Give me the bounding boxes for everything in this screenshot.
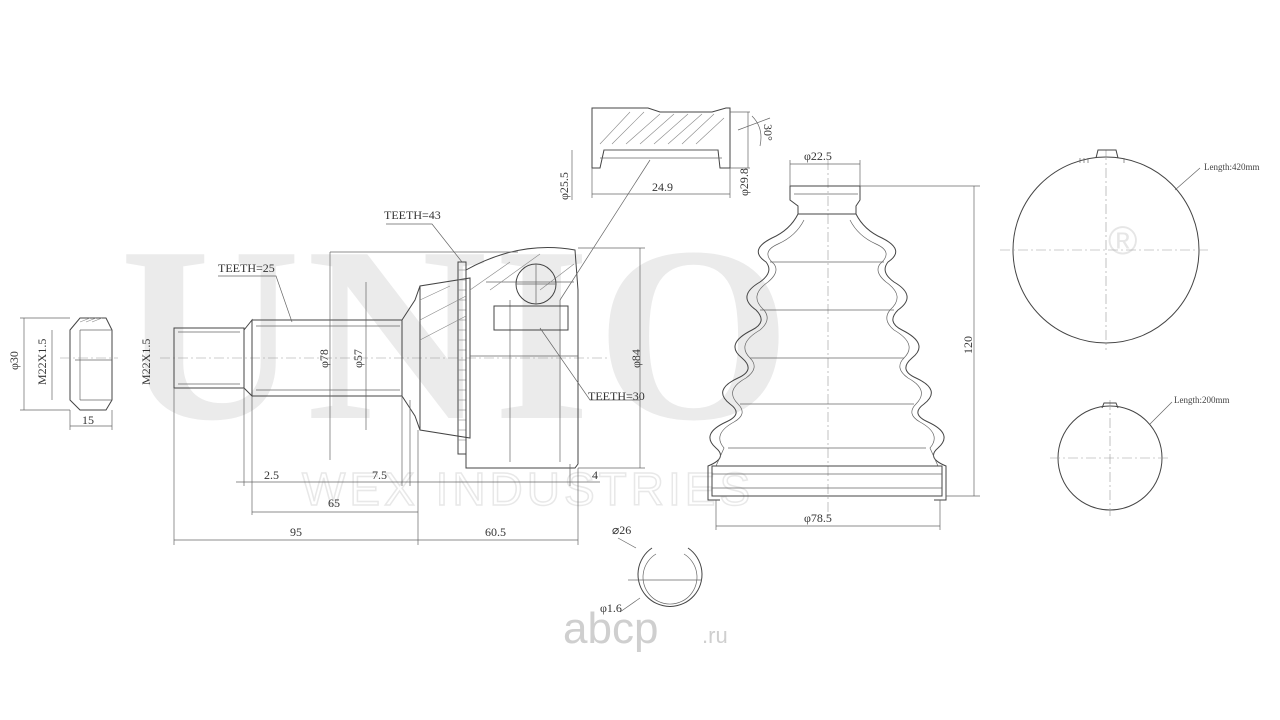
boot-height-label: 120 — [961, 336, 975, 354]
large-clamp-length-label: Length:420mm — [1204, 162, 1260, 172]
diameter-78-label: φ78 — [317, 349, 331, 368]
dim-4-label: 4 — [592, 468, 598, 482]
race-bore-label: φ25.5 — [557, 172, 571, 200]
cv-boot: φ22.5 120 φ78.5 — [707, 149, 980, 530]
race-angle-label: 30° — [761, 124, 775, 141]
dim-65-label: 65 — [328, 496, 340, 510]
nut-length-label: 15 — [82, 413, 94, 427]
circlip-diameter-label: ⌀26 — [612, 523, 631, 537]
inner-teeth-label: TEETH=30 — [588, 389, 645, 403]
stub-thread-label: M22X1.5 — [139, 339, 153, 385]
diameter-84-label: φ84 — [629, 349, 643, 368]
small-clamp: Length:200mm — [1050, 395, 1230, 516]
axle-nut: φ30 M22X1.5 15 — [7, 317, 118, 430]
dim-2-5-label: 2.5 — [264, 468, 279, 482]
nut-diameter-label: φ30 — [7, 351, 21, 370]
ring-teeth-label: TEETH=43 — [384, 208, 441, 222]
site-logo-tld: .ru — [702, 623, 728, 648]
race-outer-label: φ29.8 — [737, 168, 751, 196]
nut-thread-label: M22X1.5 — [35, 339, 49, 385]
dim-95-label: 95 — [290, 525, 302, 539]
diameter-57-label: φ57 — [351, 349, 365, 368]
outer-cv-joint: TEETH=25 TEETH=43 TEETH=30 M22X1.5 φ78 φ… — [139, 159, 651, 545]
circlip-wire-label: φ1.6 — [600, 601, 622, 615]
boot-bottom-diameter-label: φ78.5 — [804, 511, 832, 525]
large-clamp: Length:420mm — [1000, 149, 1260, 350]
small-clamp-length-label: Length:200mm — [1174, 395, 1230, 405]
dim-7-5-label: 7.5 — [372, 468, 387, 482]
shaft-teeth-label: TEETH=25 — [218, 261, 275, 275]
site-logo-name: abcp — [563, 604, 658, 653]
dim-60-5-label: 60.5 — [485, 525, 506, 539]
watermark: UNIO ® WEX INDUSTRIES — [120, 196, 1137, 516]
race-width-label: 24.9 — [652, 180, 673, 194]
circlip: ⌀26 φ1.6 — [600, 523, 703, 615]
site-logo: abcp .ru — [563, 604, 728, 653]
boot-top-diameter-label: φ22.5 — [804, 149, 832, 163]
watermark-subtitle: WEX INDUSTRIES — [302, 463, 754, 515]
watermark-brand: UNIO — [120, 196, 797, 473]
watermark-registered: ® — [1108, 219, 1137, 263]
inner-race-detail: φ25.5 24.9 φ29.8 30° — [557, 107, 775, 200]
